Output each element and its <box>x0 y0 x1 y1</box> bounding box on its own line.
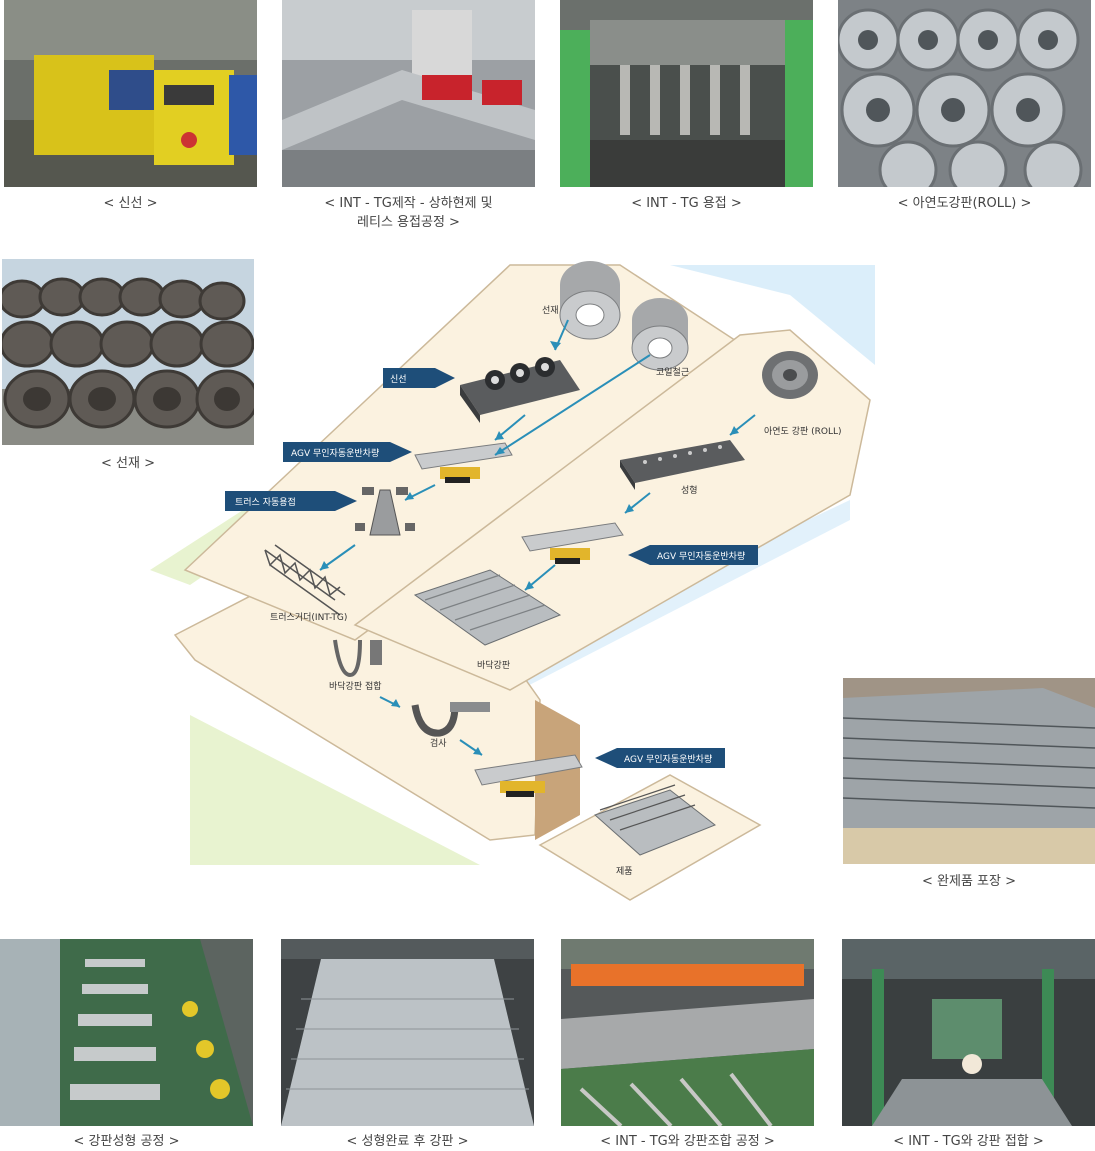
label-forming: 성형 <box>681 485 698 496</box>
caption-wire-rod: < 선재 > <box>101 456 155 471</box>
product-stack-icon <box>594 784 716 856</box>
caption-tg-deck-assembly: < INT - TG와 강판조합 공정 > <box>600 1134 775 1149</box>
bg-band-blue <box>670 265 875 365</box>
agv-cart-icon-3 <box>474 754 583 797</box>
label-galv-roll: 아연도 강판 (ROLL) <box>764 426 842 437</box>
coil-rebar-icon <box>631 298 689 371</box>
label-deck-plate: 바닥강판 <box>477 660 510 671</box>
photo-formed-deck <box>281 939 534 1126</box>
photo-wire-drawing <box>4 0 257 187</box>
tag-agv-3 <box>595 748 725 768</box>
truss-girder-icon <box>264 544 346 616</box>
label-truss-girder: 트러스거더(INT-TG) <box>270 612 347 623</box>
caption-tg-welding: < INT - TG 용접 > <box>631 196 742 211</box>
forming-machine-icon <box>620 440 745 490</box>
agv-cart-icon-1 <box>414 442 513 483</box>
label-inspection: 검사 <box>430 737 447 749</box>
photo-tg-deck-joining <box>842 939 1095 1126</box>
caption-line-2: 레티스 용접공정 > <box>357 215 460 230</box>
photo-wire-rod <box>2 259 254 445</box>
wire-drawing-machine-icon <box>460 357 580 423</box>
caption-formed-deck: < 성형완료 후 강판 > <box>346 1134 469 1149</box>
tag-truss-weld <box>225 491 357 511</box>
photo-product-packaging <box>843 678 1095 864</box>
tag-wire-drawing <box>383 368 455 388</box>
agv-cart-icon-2 <box>521 522 624 564</box>
photo-deck-forming <box>0 939 253 1126</box>
truss-welder-icon <box>355 487 415 536</box>
tag-agv-1 <box>283 442 412 462</box>
flow-arrowheads <box>320 341 739 755</box>
caption-deck-forming: < 강판성형 공정 > <box>73 1134 180 1149</box>
deck-join-clamp-icon <box>333 639 382 678</box>
tag-agv-1-label: AGV 무인자동운반차량 <box>291 447 379 459</box>
photo-tg-lattice-welding <box>282 0 535 187</box>
label-wire: 선재 <box>542 305 559 316</box>
photo-galvanized-roll <box>838 0 1091 187</box>
caption-galvanized-roll: < 아연도강판(ROLL) > <box>897 196 1032 211</box>
label-product: 제품 <box>616 866 633 877</box>
label-coil-rebar: 코일철근 <box>656 367 689 378</box>
tag-wire-drawing-label: 신선 <box>390 374 407 385</box>
tag-agv-2 <box>628 545 758 565</box>
inspection-tool-icon <box>411 702 490 737</box>
galvanized-roll-icon <box>762 351 818 399</box>
photo-tg-welding <box>560 0 813 187</box>
deck-plate-icon <box>413 569 562 646</box>
caption-tg-lattice-welding: < INT - TG제작 - 상하현제 및 레티스 용접공정 > <box>282 194 535 232</box>
tag-agv-3-label: AGV 무인자동운반차량 <box>624 753 712 765</box>
process-flow-diagram: 신선 AGV 무인자동운반차량 트러스 자동용접 AGV 무인자동운반차량 AG… <box>150 261 875 901</box>
photo-tg-deck-assembly <box>561 939 814 1126</box>
caption-wire-drawing: < 신선 > <box>103 196 158 211</box>
caption-product-packaging: < 완제품 포장 > <box>922 874 1016 889</box>
tag-truss-weld-label: 트러스 자동용접 <box>235 496 296 508</box>
wire-coil-icon <box>559 261 621 340</box>
tag-agv-2-label: AGV 무인자동운반차량 <box>657 550 745 562</box>
label-deck-join: 바닥강판 접합 <box>329 680 382 692</box>
bg-band-green-3 <box>190 715 480 865</box>
caption-line-1: < INT - TG제작 - 상하현제 및 <box>324 196 493 211</box>
caption-tg-deck-joining: < INT - TG와 강판 접합 > <box>893 1134 1044 1149</box>
